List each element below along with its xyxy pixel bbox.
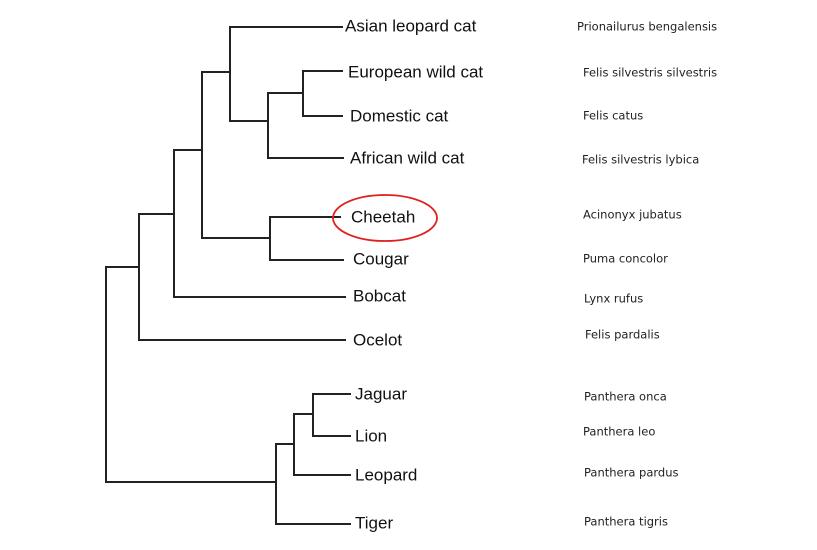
root xyxy=(105,266,277,483)
branch-leopard xyxy=(275,413,351,476)
branch-tiger xyxy=(275,443,351,525)
scientific-names: Prionailurus bengalensis Felis silvestri… xyxy=(577,20,717,529)
common-names: Asian leopard cat European wild cat Dome… xyxy=(345,16,483,532)
node-jaguar-lion xyxy=(293,393,314,437)
node-felis xyxy=(201,26,269,122)
scientific-name: Felis silvestris lybica xyxy=(582,153,699,167)
taxon-label: Bobcat xyxy=(353,286,406,305)
scientific-name: Puma concolor xyxy=(583,252,668,266)
taxon-label: Ocelot xyxy=(353,330,402,349)
taxon-label: Domestic cat xyxy=(350,106,449,125)
scientific-name: Panthera onca xyxy=(584,390,667,404)
scientific-name: Felis pardalis xyxy=(585,328,660,342)
node-cheetah-cougar xyxy=(201,216,271,261)
scientific-name: Panthera leo xyxy=(583,425,655,439)
branch-ocelot xyxy=(105,213,346,341)
scientific-name: Acinonyx jubatus xyxy=(583,208,682,222)
branch-african-wild-cat xyxy=(267,92,344,159)
taxon-label: Leopard xyxy=(355,465,417,484)
node-european-domestic xyxy=(267,70,304,117)
taxon-label: Tiger xyxy=(355,513,393,532)
taxon-label: African wild cat xyxy=(350,148,465,167)
scientific-name: Panthera pardus xyxy=(584,466,679,480)
node-cat-puma xyxy=(173,71,203,239)
scientific-name: Felis silvestris silvestris xyxy=(583,66,717,80)
branch-bobcat xyxy=(138,149,346,298)
tree-branches xyxy=(105,26,351,525)
taxon-label: Jaguar xyxy=(355,384,407,403)
scientific-name: Panthera tigris xyxy=(584,515,668,529)
taxon-label: Cougar xyxy=(353,249,409,268)
taxon-label: Cheetah xyxy=(351,207,415,226)
highlight-ellipse xyxy=(332,194,438,242)
scientific-name: Felis catus xyxy=(583,109,643,123)
taxon-label: Lion xyxy=(355,426,387,445)
scientific-name: Lynx rufus xyxy=(584,292,643,306)
taxon-label: Asian leopard cat xyxy=(345,16,477,35)
scientific-name: Prionailurus bengalensis xyxy=(577,20,717,34)
taxon-label: European wild cat xyxy=(348,62,483,81)
